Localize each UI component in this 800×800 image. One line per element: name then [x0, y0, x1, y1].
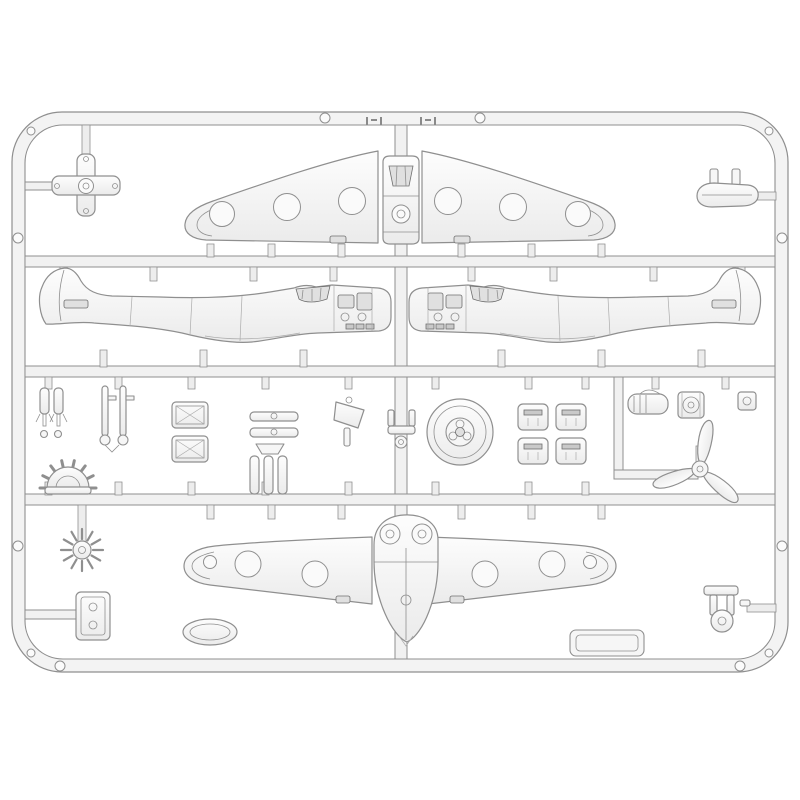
lower-wing — [183, 514, 617, 647]
control-rods — [249, 411, 299, 455]
door-branch — [24, 609, 78, 620]
wing-center-section — [382, 155, 420, 245]
upper-wing-left-panel — [184, 150, 379, 244]
firewall-mount — [51, 153, 121, 217]
intake-scoop — [627, 389, 669, 415]
square-fitting — [737, 391, 757, 411]
exhaust-stubs — [249, 455, 288, 495]
sprue-gate-holes — [12, 112, 788, 672]
cowl-flap-panel — [517, 437, 549, 465]
main-wheel — [426, 398, 494, 466]
small-parts-band — [35, 385, 757, 573]
canopy-blister — [182, 618, 238, 646]
sunburst-hub — [59, 527, 105, 573]
access-door — [75, 591, 111, 641]
runner-row-2 — [24, 365, 776, 378]
plate-frame — [569, 629, 645, 657]
propeller-branch-vertical — [613, 376, 624, 479]
runner-row-1 — [24, 255, 776, 268]
landing-gear-legs — [99, 385, 135, 453]
tailplane-bracket — [696, 168, 759, 208]
cowl-flap-panel — [555, 437, 587, 465]
lower-wing-center-keel — [373, 514, 439, 647]
cowl-flap-panel — [517, 403, 549, 431]
runner-row-3 — [24, 493, 776, 506]
mold-marks — [366, 117, 436, 125]
fuselage-half-left — [38, 267, 392, 343]
fuselage-halves — [38, 267, 762, 343]
firewall-branch — [24, 181, 54, 191]
lower-wing-left-panel — [183, 536, 373, 605]
exhaust-fan — [38, 459, 98, 495]
upper-wing — [184, 150, 616, 245]
rocket-bombs — [35, 387, 68, 439]
cowl-flaps — [517, 403, 587, 465]
cockpit-bracket — [333, 396, 365, 447]
fork-bracket — [387, 409, 416, 449]
radiator-blocks — [171, 401, 209, 463]
cowl-flap-panel — [555, 403, 587, 431]
tailwheel-assembly — [703, 585, 751, 633]
propeller — [652, 419, 739, 504]
drum-housing — [677, 391, 705, 419]
